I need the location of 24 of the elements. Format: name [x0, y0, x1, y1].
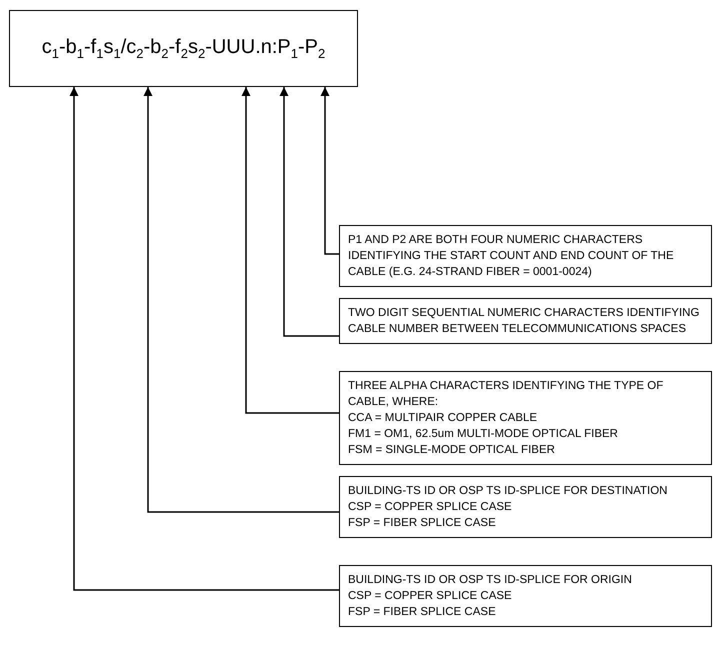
code-definition: CCA = MULTIPAIR COPPER CABLE	[348, 411, 538, 426]
code-definition: CSP = COPPER SPLICE CASE	[348, 500, 513, 515]
code-definition: FSP = FIBER SPLICE CASE	[348, 605, 497, 620]
description-box	[339, 298, 712, 344]
field-description: TWO DIGIT SEQUENTIAL NUMERIC CHARACTERS IDENTIFYING CABLE NUMBER BETWEEN TELECOMMUNICATIONS SPACES	[348, 306, 700, 337]
code-definition: FSM = SINGLE-MODE OPTICAL FIBER	[348, 443, 556, 458]
code-definition: FM1 = OM1, 62.5um MULTI-MODE OPTICAL FIBER	[348, 427, 619, 442]
leader-arrow	[70, 87, 339, 591]
field-description: BUILDING-TS ID OR OSP TS ID-SPLICE FOR DESTINATION	[348, 484, 668, 499]
description-box	[339, 371, 712, 465]
description-box	[339, 225, 712, 287]
description-box	[339, 476, 712, 538]
leader-arrow	[144, 87, 339, 513]
code-definition: CSP = COPPER SPLICE CASE	[348, 589, 513, 604]
field-description: P1 AND P2 ARE BOTH FOUR NUMERIC CHARACTERS IDENTIFYING THE START COUNT AND END COUNT OF THE CABLE (E.G. 24-STRAND FIBER = 0001-0024)	[348, 233, 675, 280]
cable-label-format: c$_{1}$-b$_{1}$-f$_{1}$s$_{1}$/c$_{2}$-b$_{2}$-f$_{2}$s$_{2}$-UUU.n:P$_{1}$-P$_{2}$	[42, 36, 326, 61]
leader-arrow	[280, 87, 339, 337]
description-box	[339, 565, 712, 627]
leader-arrow	[242, 87, 339, 414]
field-description: THREE ALPHA CHARACTERS IDENTIFYING THE TYPE OF CABLE, WHERE:	[348, 379, 664, 410]
leader-arrow	[320, 87, 339, 255]
field-description: BUILDING-TS ID OR OSP TS ID-SPLICE FOR ORIGIN	[348, 573, 633, 588]
label-format-box	[9, 10, 358, 87]
code-definition: FSP = FIBER SPLICE CASE	[348, 516, 497, 531]
